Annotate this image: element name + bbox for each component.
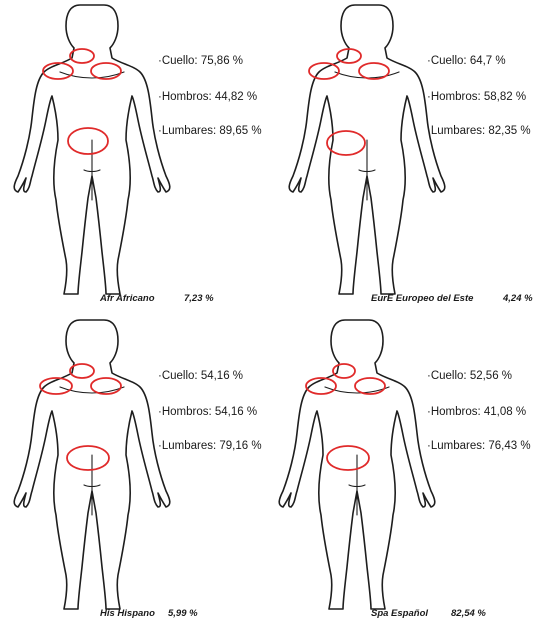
stat-cuello: ·Cuello: 54,16 % [158, 369, 243, 383]
body-outline-figure [0, 315, 269, 630]
stat-cuello: ·Cuello: 64,7 % [427, 54, 506, 68]
caption-label: EurE Europeo del Este [371, 293, 473, 304]
panel-espanol: ·Cuello: 52,56 % ·Hombros: 41,08 % ·Lumb… [269, 315, 538, 630]
stat-hombros: ·Hombros: 41,08 % [427, 405, 526, 419]
lumbar-zone-marker [327, 446, 369, 470]
body-outline-figure [269, 0, 538, 315]
stat-hombros: ·Hombros: 58,82 % [427, 90, 526, 104]
stat-cuello: ·Cuello: 52,56 % [427, 369, 512, 383]
caption-percentage: 82,54 % [451, 608, 486, 619]
panel-africano: ·Cuello: 75,86 % ·Hombros: 44,82 % ·Lumb… [0, 0, 269, 315]
panel-hispano: ·Cuello: 54,16 % ·Hombros: 54,16 % ·Lumb… [0, 315, 269, 630]
caption-label: His Hispano [100, 608, 155, 619]
caption-label: Spa Español [371, 608, 428, 619]
neck-zone-marker [70, 49, 94, 63]
stat-lumbares: ·Lumbares: 89,65 % [158, 124, 262, 138]
figure [279, 320, 435, 609]
lumbar-zone-marker [68, 128, 108, 154]
body-outline-figure [0, 0, 269, 315]
stat-hombros: ·Hombros: 44,82 % [158, 90, 257, 104]
caption-percentage: 5,99 % [168, 608, 198, 619]
figure [14, 320, 170, 609]
figure [14, 5, 170, 294]
neck-zone-marker [333, 364, 355, 378]
stat-hombros: ·Hombros: 54,16 % [158, 405, 257, 419]
caption-percentage: 4,24 % [503, 293, 533, 304]
figure [289, 5, 445, 294]
left-shoulder-zone-marker [43, 63, 73, 79]
caption-percentage: 7,23 % [184, 293, 214, 304]
body-outline-figure [269, 315, 538, 630]
left-shoulder-zone-marker [309, 63, 339, 79]
lumbar-zone-marker [67, 446, 109, 470]
panel-europeo-del-este: ·Cuello: 64,7 % ·Hombros: 58,82 % ·Lumba… [269, 0, 538, 315]
stat-lumbares: ·Lumbares: 79,16 % [158, 439, 262, 453]
caption-label: Afr Africano [100, 293, 155, 304]
stat-lumbares: ·Lumbares: 76,43 % [427, 439, 531, 453]
neck-zone-marker [70, 364, 94, 378]
right-shoulder-zone-marker [359, 63, 389, 79]
stat-lumbares: ·Lumbares: 82,35 % [427, 124, 531, 138]
stat-cuello: ·Cuello: 75,86 % [158, 54, 243, 68]
